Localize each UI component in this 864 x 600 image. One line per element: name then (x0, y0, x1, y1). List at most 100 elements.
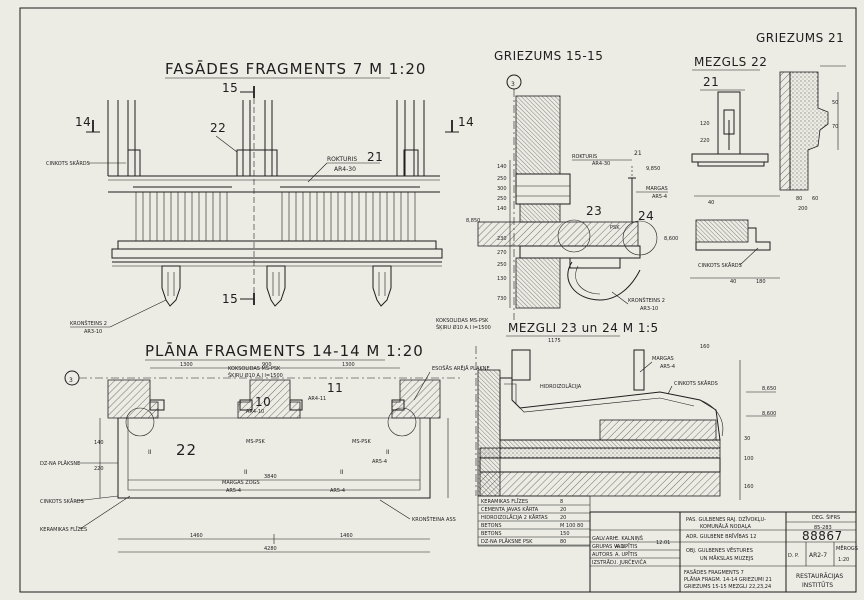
section-14-right-marker: 14 (458, 115, 474, 129)
tb-org-2: INSTITŪTS (802, 582, 833, 589)
svg-text:130: 130 (497, 276, 507, 282)
layer-row-value: 80 (560, 539, 566, 545)
tb-sheet: AR2-7 (809, 552, 827, 559)
layer-row-name: BETONS (481, 531, 502, 537)
nodes-23-24: MEZGLI 23 un 24 M 1:5 1175 MARGAS AR5-4 … (475, 321, 776, 500)
plan-label-ar5-4-c: AR5-4 (330, 488, 345, 494)
tb-address: ADR. GULBENE BRĪVĪBAS 12 (686, 533, 756, 540)
node-label-ar5-4: AR5-4 (660, 364, 675, 370)
label-ar5-4: AR5-4 (652, 194, 667, 200)
plan-marker-10: 10 (255, 395, 271, 409)
marker-24: 24 (638, 209, 654, 223)
bracket-left (161, 265, 181, 307)
marker-22: 22 (210, 121, 226, 135)
marker-23: 23 (586, 204, 602, 218)
plan-dim-half-right: 1460 (340, 533, 353, 539)
node-label-hidroizolacija: HIDROIZOLĀCIJA (540, 383, 582, 390)
plan-dim-top-b: 900 (262, 362, 272, 368)
bracket-right (372, 265, 392, 307)
section-15-top-marker: 15 (222, 81, 238, 95)
svg-text:9,850: 9,850 (646, 166, 660, 172)
svg-text:120: 120 (700, 121, 710, 127)
svg-text:60: 60 (812, 196, 818, 202)
node-22-title: MEZGLS 22 (694, 55, 767, 69)
layer-row-value: 8 (560, 499, 563, 505)
tb-role-name: I. JURČEVIČA (615, 559, 647, 566)
layer-row-name: BETONS (481, 523, 502, 529)
svg-text:220: 220 (94, 466, 104, 472)
plan-label-esosas: ESOŠĀS ARĒJĀ PLAKNE (432, 365, 490, 372)
label-psk: PSK (610, 225, 620, 231)
balustrade-rails (135, 192, 416, 241)
label-ar4-30: AR4-30 (334, 166, 356, 173)
facade-title: FASĀDES FRAGMENTS 7 M 1:20 (165, 60, 426, 78)
tb-object-2: UN MĀKSLAS MUZEJS (700, 555, 753, 562)
plan-label-ar4-11: AR4-11 (308, 396, 326, 402)
tb-content-2: PLĀNA FRAGM. 14-14 GRIEZUMI 21 (684, 576, 772, 583)
nodes-title: MEZGLI 23 un 24 M 1:5 (508, 321, 659, 335)
bracket-middle (266, 265, 286, 307)
plan-dim-top-c: 1300 (342, 362, 355, 368)
plan-axis-3: 3 (69, 377, 73, 384)
section-15-bottom-marker: 15 (222, 292, 238, 306)
svg-text:250: 250 (497, 196, 507, 202)
svg-text:250: 250 (497, 262, 507, 268)
label-cinkots-skards: CINKOTS SKĀRDS (46, 160, 90, 167)
layer-row-name: DZ-NA PLĀKSNE PSK (481, 538, 533, 545)
marker-21-section: 21 (634, 150, 642, 157)
mark-8850: 8,850 (466, 218, 480, 224)
sheet-frame (19, 7, 857, 593)
node-mark-8600: 8,600 (762, 411, 776, 417)
tb-role-name: A. UPĪTIS (615, 543, 637, 550)
tb-year-code: 85-283 (814, 525, 832, 531)
tb-project-1: PAS. GULBENES RAJ. DZĪVOKĻU- (686, 516, 766, 523)
mark-8600: 8,600 (664, 236, 678, 242)
tb-org-1: RESTAURĀCIJAS (796, 573, 843, 580)
axis-3-marker: 3 (511, 81, 515, 88)
layer-row-name: KERAMIKAS FLĪZES (481, 498, 528, 505)
svg-text:270: 270 (497, 250, 507, 256)
tb-scale-label: MĒROGS (836, 545, 858, 552)
tb-content-1: FASĀDES FRAGMENTS 7 (684, 569, 744, 576)
section-21-title: GRIEZUMS 21 (756, 31, 844, 45)
svg-text:180: 180 (756, 279, 766, 285)
plan-dim-total: 4280 (264, 546, 277, 552)
plan-label-ms-psk-2: MS-PSK (352, 439, 371, 445)
title-block: PAS. GULBENES RAJ. DZĪVOKĻU- KOMUNĀLĀ NO… (589, 511, 858, 593)
plan-label-cinkots: CINKOTS SKĀRDS (40, 498, 84, 505)
plan-label-margas-zogs: MARGAS ZOGS (222, 480, 260, 486)
label-kronsteins-2: KRONŠTEINS 2 (70, 320, 107, 327)
section-15-wall (515, 95, 561, 175)
svg-text:160: 160 (744, 484, 754, 490)
svg-text:230: 230 (497, 236, 507, 242)
label-skiru: ŠĶIRU Ø10 A.I l=1500 (436, 324, 491, 331)
svg-text:220: 220 (700, 138, 710, 144)
section-15-15: GRIEZUMS 15-15 3 23 24 140 250 300 250 1… (436, 49, 678, 331)
node-label-margas: MARGAS (652, 356, 674, 362)
svg-text:300: 300 (497, 186, 507, 192)
node-dim-160: 160 (700, 344, 710, 350)
svg-text:140: 140 (497, 164, 507, 170)
svg-text:100: 100 (744, 456, 754, 462)
tb-role-name: A. UPĪTIS (615, 551, 637, 558)
plan-title: PLĀNA FRAGMENTS 14-14 M 1:20 (145, 342, 424, 360)
plan-balcony-outline (117, 418, 431, 499)
tb-role-name: E. KALNIŅŠ (615, 535, 643, 542)
plan-label-skiru: ŠĶIRU Ø10 A.I l=1500 (228, 372, 283, 379)
layer-row-value: 150 (560, 531, 570, 537)
label-cinkots-skards-2: CINKOTS SKĀRDS (698, 262, 742, 269)
plan-marker-11: 11 (327, 381, 343, 395)
layer-row-value: 20 (560, 515, 566, 521)
label-ar3-10-b: AR3-10 (640, 306, 658, 312)
layer-row-name: HIDROIZOLĀCIJA 2 KĀRTAS (481, 514, 548, 521)
tb-date: 12.01 (656, 540, 670, 546)
label-rokturis-2: ROKTURIS (572, 154, 597, 160)
tb-role: AUTORS (592, 552, 613, 558)
svg-text:80: 80 (796, 196, 802, 202)
plan-label-ar4-10: AR4-10 (246, 409, 264, 415)
svg-text:200: 200 (798, 206, 808, 212)
label-koksolidas: KOKSOLIDAS MS-PSK (436, 318, 489, 324)
